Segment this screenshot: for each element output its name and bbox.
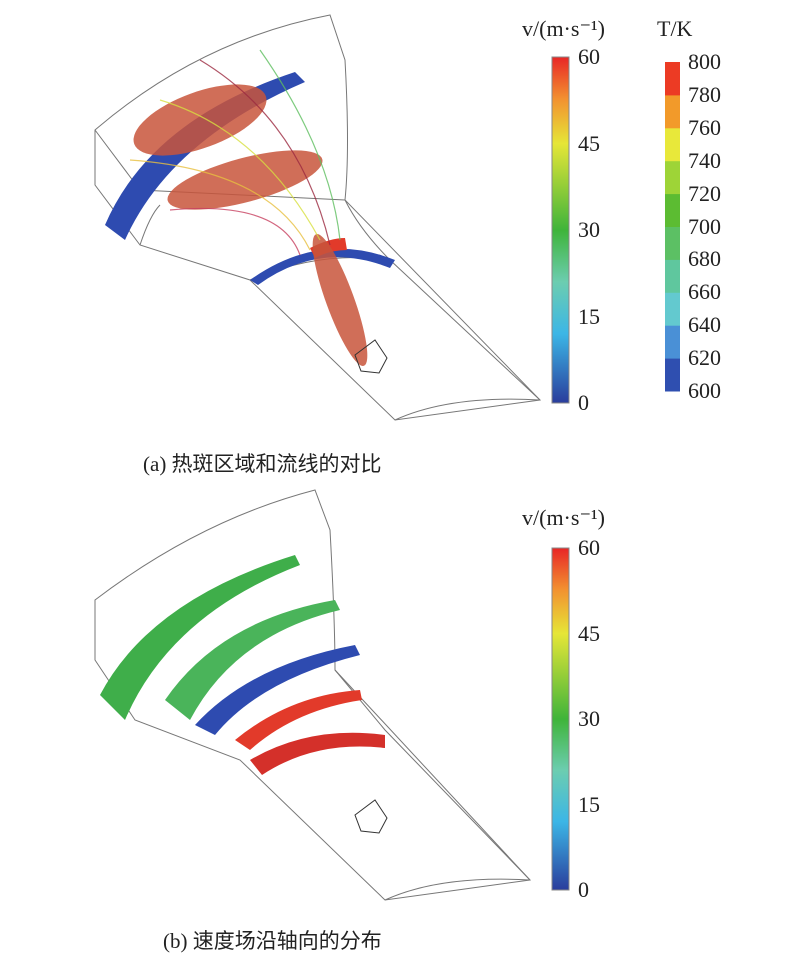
temperature-tick-label: 640 (688, 312, 721, 338)
temperature-band (665, 160, 680, 195)
temperature-tick-label: 720 (688, 180, 721, 206)
temperature-colorbar-title: T/K (657, 16, 693, 41)
temperature-band (665, 193, 680, 227)
velocity-colorbar-title-a: v/(m·s⁻¹) (522, 16, 605, 41)
velocity-tick-label: 30 (578, 706, 600, 731)
temperature-band (665, 292, 680, 326)
temperature-band (665, 259, 680, 293)
duct-outline-b (94, 489, 532, 901)
temperature-tick-label: 680 (688, 246, 721, 272)
temperature-band (665, 94, 680, 129)
velocity-tick-label: 30 (578, 217, 600, 242)
velocity-colorbar-b (551, 547, 570, 891)
velocity-tick-label: 15 (578, 303, 600, 329)
velocity-tick-label: 0 (578, 877, 589, 902)
velocity-tick-label: 15 (578, 791, 600, 817)
injector-a (354, 339, 388, 374)
temperature-tick-label: 740 (688, 147, 721, 173)
caption-a: (a) 热斑区域和流线的对比 (143, 452, 382, 476)
velocity-slices-b (100, 555, 385, 775)
temperature-colorbar (665, 62, 680, 392)
temperature-band (665, 226, 680, 260)
temperature-band (665, 358, 680, 392)
temperature-tick-label: 600 (688, 378, 721, 403)
velocity-tick-label: 45 (578, 130, 600, 156)
temperature-band (665, 325, 680, 359)
velocity-tick-label: 0 (578, 390, 589, 415)
temperature-tick-label: 780 (688, 81, 721, 107)
temperature-tick-label: 660 (688, 279, 721, 305)
temperature-band (665, 127, 680, 162)
caption-b: (b) 速度场沿轴向的分布 (163, 929, 382, 953)
velocity-tick-label: 60 (578, 535, 600, 560)
velocity-tick-label: 60 (578, 44, 600, 69)
duct-outline-a (94, 14, 542, 421)
velocity-tick-label: 45 (578, 620, 600, 646)
velocity-colorbar-a (551, 56, 570, 404)
temperature-tick-label: 800 (688, 49, 721, 74)
streamlines (129, 49, 341, 256)
temperature-tick-label: 620 (688, 345, 721, 371)
hotspot-isosurface (133, 84, 368, 366)
temperature-band (665, 62, 680, 96)
temperature-tick-label: 760 (688, 114, 721, 140)
temperature-tick-label: 700 (688, 213, 721, 239)
injector-b (354, 799, 388, 834)
velocity-colorbar-title-b: v/(m·s⁻¹) (522, 505, 605, 530)
